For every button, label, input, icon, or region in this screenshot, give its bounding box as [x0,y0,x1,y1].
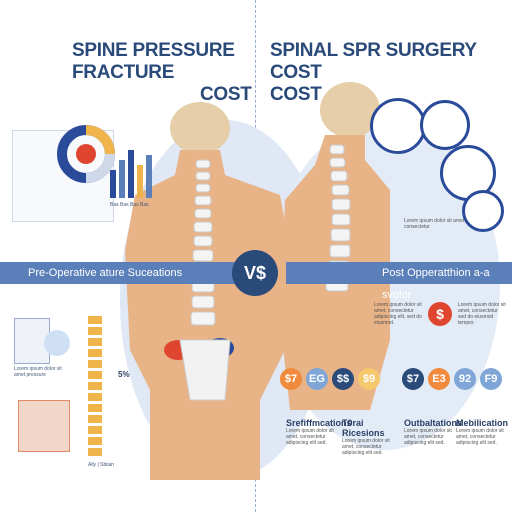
col-3-text: Lorem ipsum dolor sit amet, consectetur … [404,428,452,446]
spine-model-icon [88,316,102,456]
col-1-heading: Srefiffmcations [286,418,352,428]
col-2-text: Lorem ipsum dolor sit amet, consectetur … [342,438,390,456]
cost-circle-right-4: F9 [480,368,502,390]
right-top-circle-2 [420,100,470,150]
right-top-circle-1 [370,98,426,154]
left-banner: Pre-Operative ature Suceations [0,262,250,284]
right-para-2: Lorem ipsum dolor sit amet, consectetur … [458,302,506,326]
cost-circle-left-3: $$ [332,368,354,390]
right-title-line2: COST [270,84,322,105]
right-card-text: Lorem ipsum dolor sit amet consectetur [404,218,465,230]
mini-card [44,330,70,356]
right-title-line1: SPINAL SPR SURGERY COST [270,40,477,83]
right-col-3: Outbaltations Lorem ipsum dolor sit amet… [404,418,462,446]
right-col-2: T0rai Ricesions Lorem ipsum dolor sit am… [342,418,396,456]
cost-circle-right-3: 92 [454,368,476,390]
col-4-text: Lorem ipsum dolor sit amet, consectetur … [456,428,504,446]
right-col-1: Srefiffmcations Lorem ipsum dolor sit am… [286,418,352,446]
vs-badge: V$ [232,250,278,296]
col-4-heading: Mebilication [456,418,509,428]
right-top-circle-4 [462,190,504,232]
cost-circle-right-1: $7 [402,368,424,390]
right-col-4: Mebilication Lorem ipsum dolor sit amet,… [456,418,508,446]
dollar-sign: $ [436,306,444,322]
col-1-text: Lorem ipsum dolor sit amet, consectetur … [286,428,334,446]
stat-percent: 5% [118,370,130,379]
col-2-heading: T0rai Ricesions [342,418,385,438]
cost-circle-right-2: E3 [428,368,450,390]
cost-circle-left-1: $7 [280,368,302,390]
right-title: SPINAL SPR SURGERY COST COST [270,40,510,106]
col-3-heading: Outbaltations [404,418,462,428]
right-para-1: Lorem ipsum dolor sit amet, consectetur … [374,302,422,326]
donut-chart-icon [57,125,115,183]
spine-caption: Ally | Sbiian [88,462,115,468]
chart-caption: Bas Bas Bas Bas [110,202,149,208]
cost-circle-left-4: $9 [358,368,380,390]
left-title: SPINE PRESSURE FRACTURE COST [72,40,252,106]
xray-machine-icon [18,400,70,452]
right-banner: Post Opperatthion a-a svolor [286,262,512,301]
bar-chart-icon [110,150,152,198]
left-back-figure [125,102,290,480]
mini-card-text: Lorem ipsum dolor sit amet pressure [14,366,62,378]
vs-label: V$ [243,263,267,283]
left-title-line2: COST [200,84,252,105]
dollar-badge: $ [428,302,452,326]
right-banner-label: Post Opperatthion a-a svolor [382,267,490,301]
cost-circle-left-2: EG [306,368,328,390]
left-banner-label: Pre-Operative ature Suceations [28,267,183,279]
left-title-line1: SPINE PRESSURE FRACTURE [72,40,235,83]
